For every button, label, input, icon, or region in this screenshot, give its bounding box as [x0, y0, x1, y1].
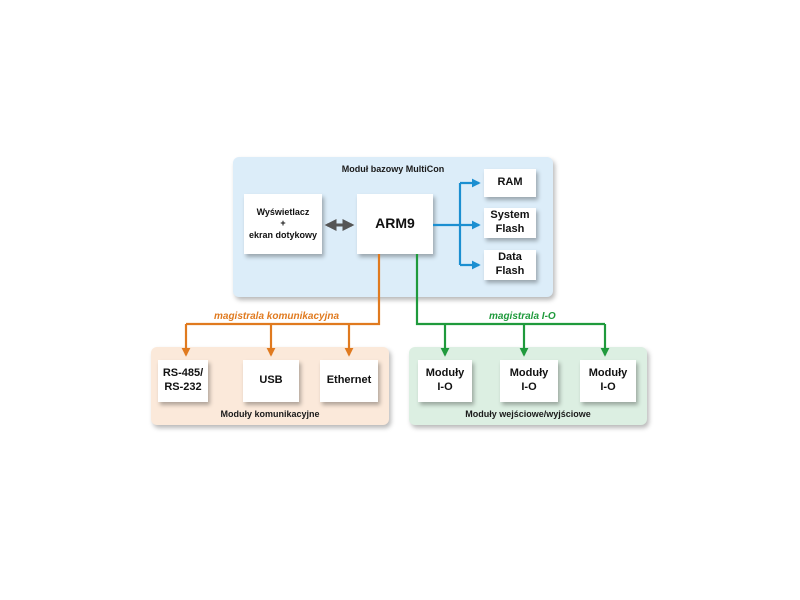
usb-box: USB: [243, 360, 299, 402]
io-module-box-1: Moduły I-O: [418, 360, 472, 402]
memory-bus: [433, 178, 481, 270]
system-flash-box: System Flash: [484, 208, 536, 238]
ram-box: RAM: [484, 169, 536, 197]
arm9-cpu-box: ARM9: [357, 194, 433, 254]
io-bus: [415, 254, 610, 357]
io-modules-title: Moduły wejściowe/wyjściowe: [465, 409, 591, 419]
io-module-box-2: Moduły I-O: [500, 360, 558, 402]
io-module-box-3: Moduły I-O: [580, 360, 636, 402]
ethernet-box: Ethernet: [320, 360, 378, 402]
comm-bus-label: magistrala komunikacyjna: [214, 311, 340, 322]
comm-modules-title: Moduły komunikacyjne: [220, 409, 320, 419]
rs485-rs232-box: RS-485/ RS-232: [158, 360, 208, 402]
base-module-title: Moduł bazowy MultiCon: [341, 164, 445, 174]
data-flash-box: Data Flash: [484, 250, 536, 280]
display-touchscreen-box: Wyświetlacz + ekran dotykowy: [244, 194, 322, 254]
io-bus-label: magistrala I-O: [489, 311, 556, 322]
comm-bus: [181, 254, 381, 357]
